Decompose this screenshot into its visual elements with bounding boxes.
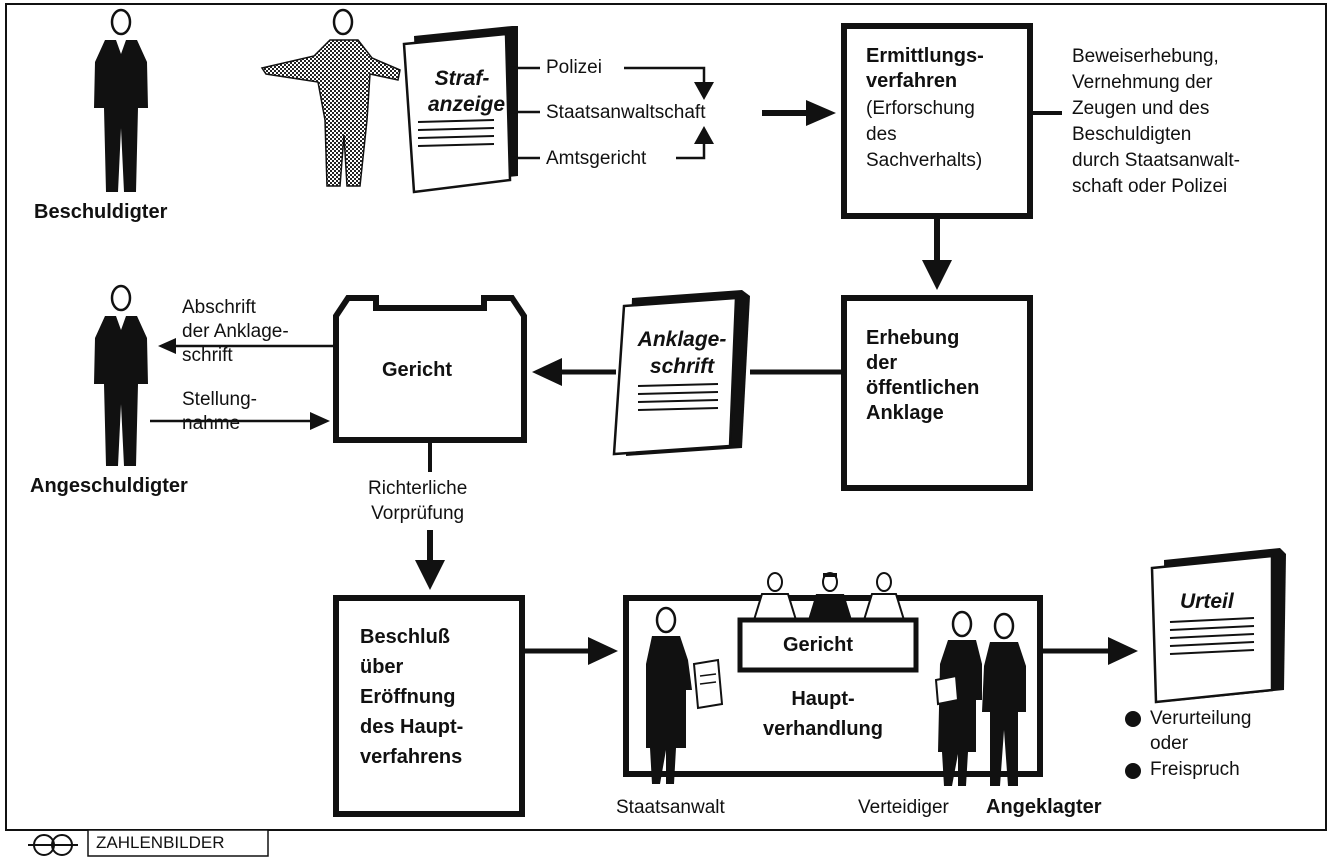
anklageschrift-document-icon <box>612 290 750 456</box>
amtsgericht-label: Amtsgericht <box>546 148 647 169</box>
beweiserhebung-note: Beweiserhebung, Vernehmung der Zeugen un… <box>1072 46 1240 197</box>
vorpruefung-label: Richterliche Vorprüfung <box>368 478 468 524</box>
verteidiger-figure-icon <box>934 610 982 786</box>
angeklagter-figure-icon <box>982 612 1026 786</box>
polizei-arrow <box>624 66 706 86</box>
zahlenbilder-logo-icon <box>28 834 78 856</box>
beschuldigter-label: Beschuldigter <box>34 201 168 223</box>
urteil-label: Urteil <box>1180 590 1234 613</box>
ermittlung-title: Ermittlungs- verfahren <box>866 45 984 92</box>
strafanzeige-label: Straf- anzeige <box>428 67 506 116</box>
erhebung-box <box>841 295 1033 491</box>
gericht-house-shape <box>333 295 527 443</box>
erhebung-label: Erhebung der öffentlichen Anklage <box>866 327 980 424</box>
zahlenbilder-brand-label: ZAHLENBILDER <box>96 833 225 852</box>
freispruch-bullet-icon <box>1125 763 1141 779</box>
staatsanwalt-figure-icon <box>646 606 724 784</box>
strafanzeige-document-icon <box>402 26 518 194</box>
abschrift-label: Abschrift der Anklage- schrift <box>182 297 289 366</box>
beschuldigter-figure-icon <box>94 8 148 192</box>
reporting-person-icon <box>260 8 401 187</box>
gericht-label: Gericht <box>382 359 453 381</box>
freispruch-label: Freispruch <box>1150 759 1240 780</box>
beschluss-box <box>333 595 525 817</box>
hauptverhandlung-label: Haupt- verhandlung <box>762 688 883 740</box>
angeschuldigter-figure-icon <box>94 284 148 466</box>
verurteilung-label: Verurteilung oder <box>1150 708 1252 754</box>
verteidiger-label: Verteidiger <box>858 797 949 818</box>
bench-gericht-label: Gericht <box>783 634 854 656</box>
angeschuldigter-label: Angeschuldigter <box>30 475 188 497</box>
amtsgericht-arrow <box>676 140 706 160</box>
staatsanwaltschaft-label: Staatsanwaltschaft <box>546 102 706 123</box>
ermittlung-subtitle: (Erforschung des Sachverhalts) <box>866 98 983 171</box>
verurteilung-bullet-icon <box>1125 711 1141 727</box>
anklageschrift-label: Anklage- schrift <box>637 328 727 378</box>
stellungnahme-label: Stellung- nahme <box>182 389 257 434</box>
angeklagter-label: Angeklagter <box>986 796 1102 818</box>
judges-icon <box>752 572 906 621</box>
polizei-label: Polizei <box>546 57 602 78</box>
judges-bench <box>737 617 919 673</box>
zahlenbilder-label-box <box>87 829 269 857</box>
urteil-document-icon <box>1150 548 1286 704</box>
beschluss-label: Beschluß über Eröffnung des Haupt- verfa… <box>360 626 464 768</box>
ermittlung-box <box>841 23 1033 219</box>
staatsanwalt-label: Staatsanwalt <box>616 797 725 818</box>
